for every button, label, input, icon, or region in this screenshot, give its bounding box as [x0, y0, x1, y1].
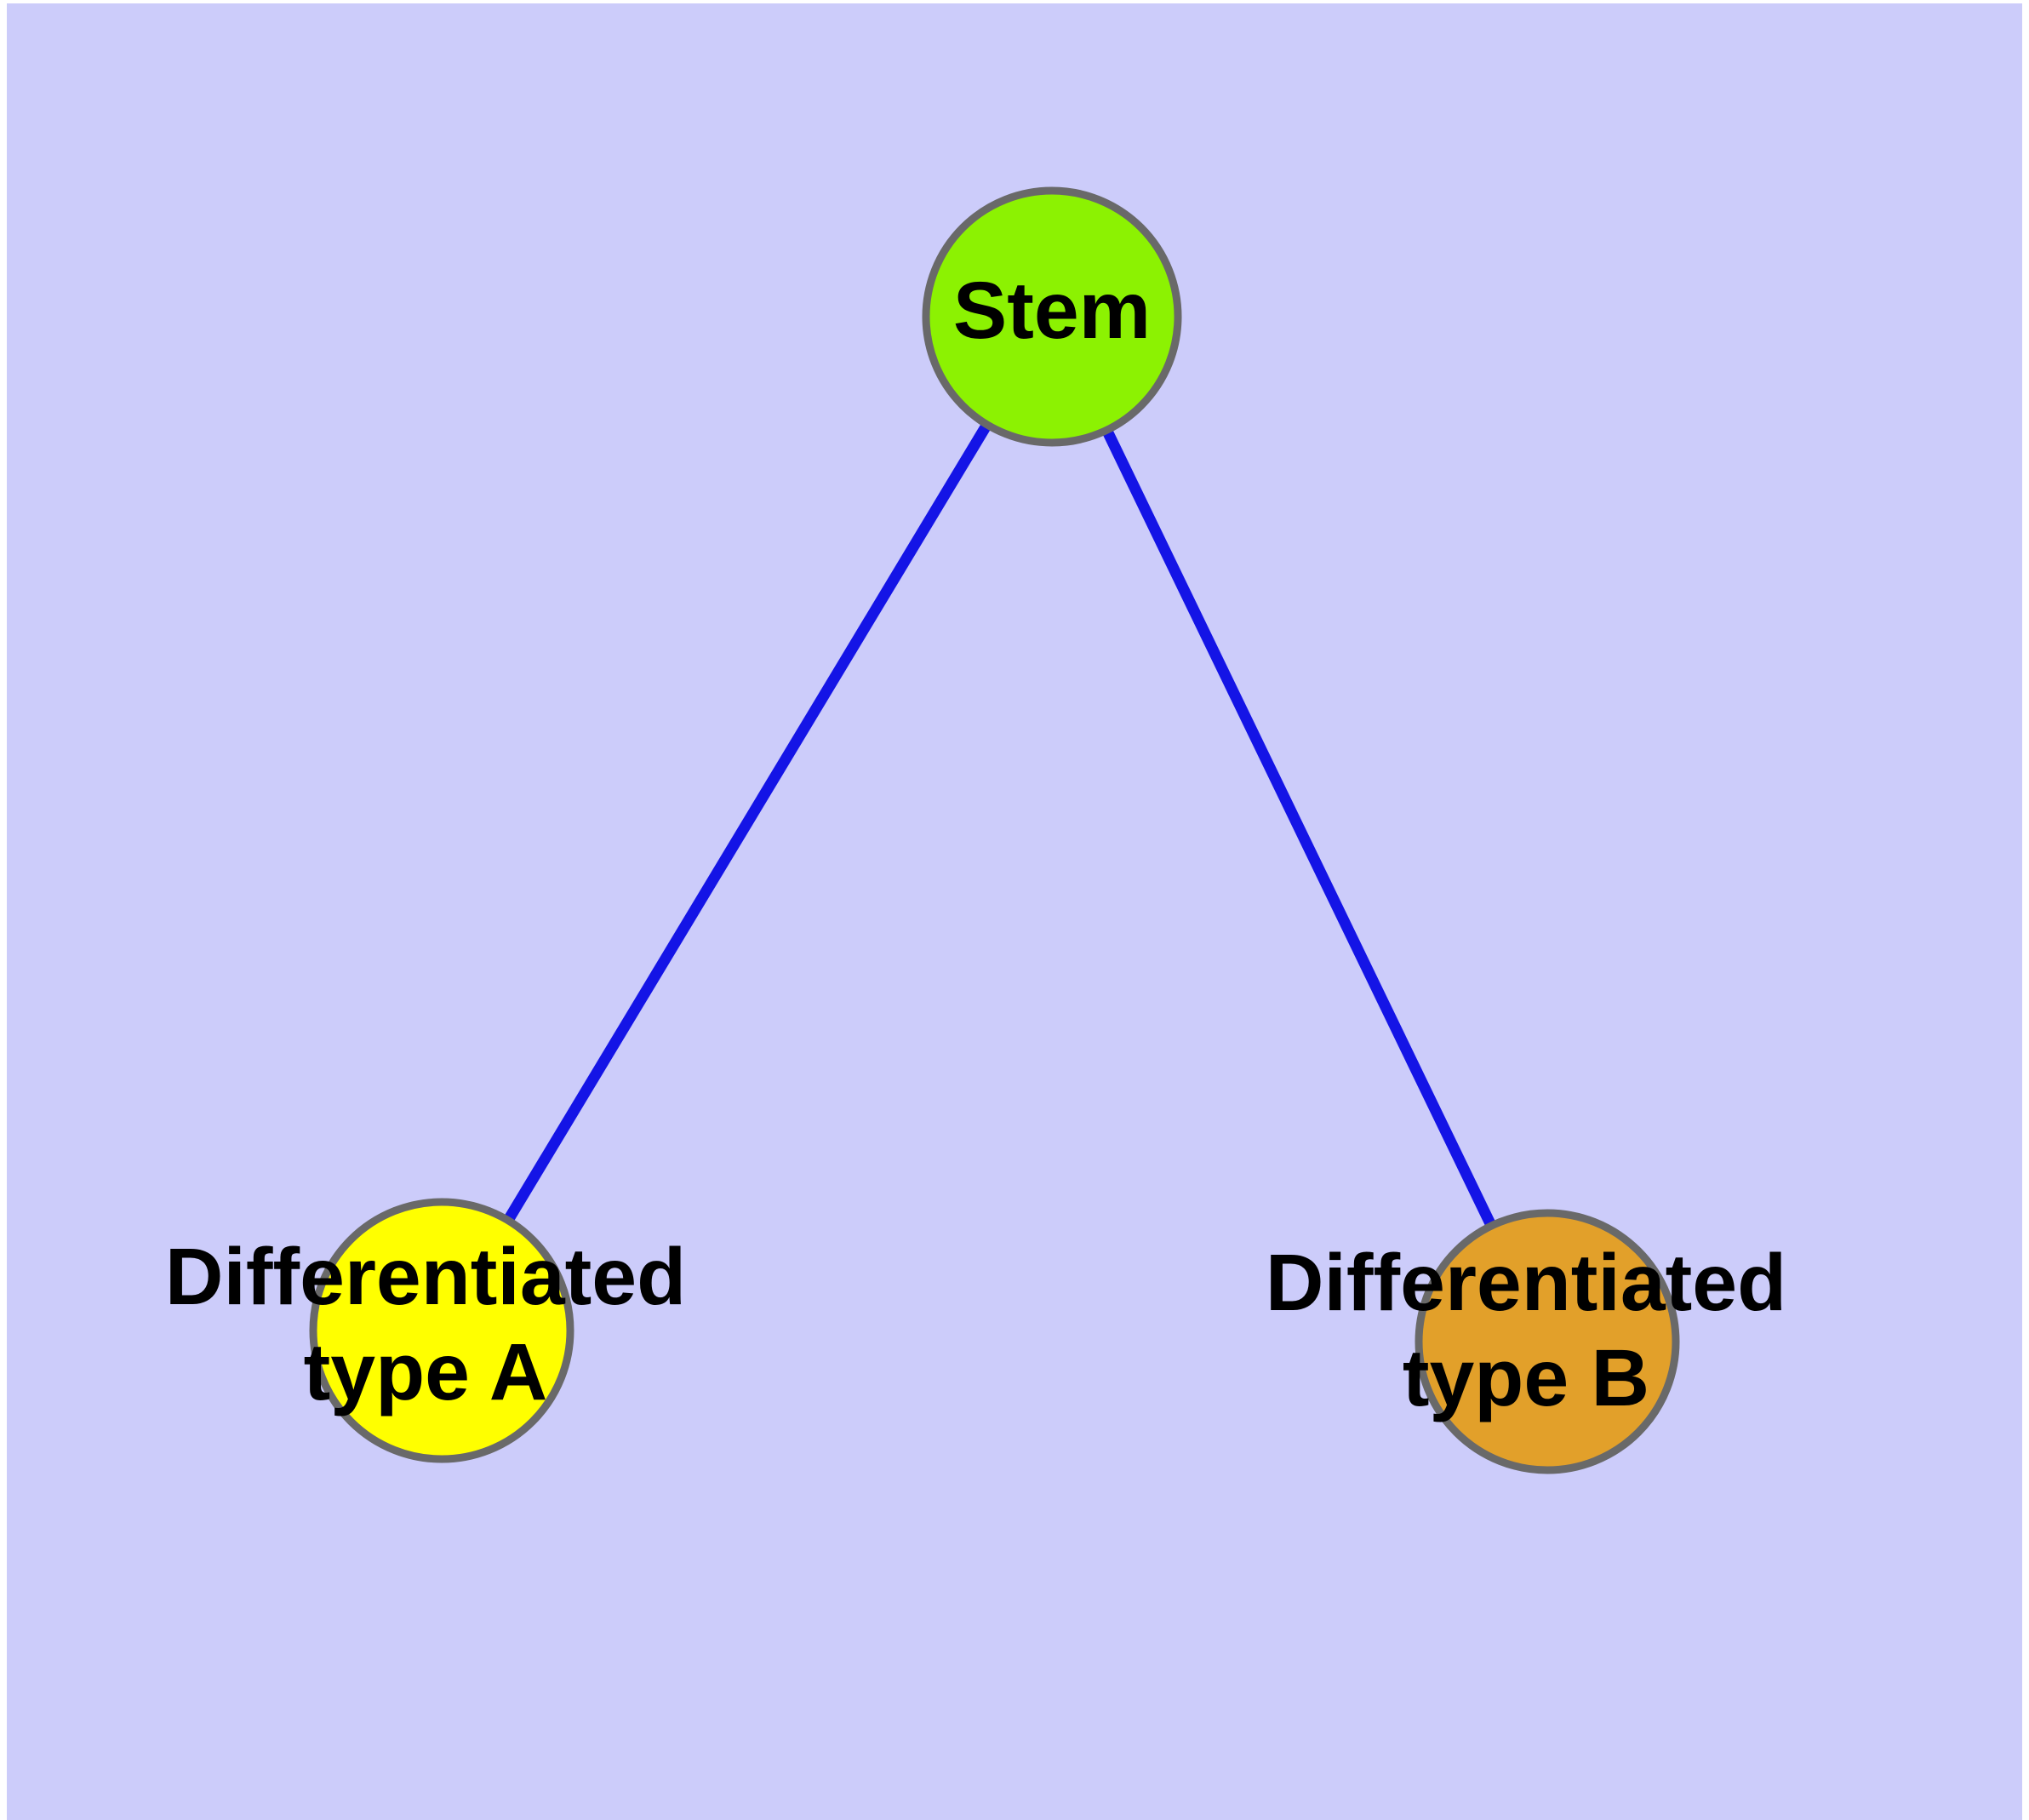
- node-diff_b[interactable]: [1415, 1209, 1680, 1474]
- nodes-layer: [309, 186, 1680, 1474]
- node-diff_a[interactable]: [309, 1198, 574, 1463]
- node-label-line: Differentiated: [165, 1232, 686, 1322]
- node-stem[interactable]: [922, 186, 1182, 447]
- edges-layer: [504, 423, 1496, 1227]
- edge-stem-diff-a[interactable]: [504, 423, 991, 1222]
- node-label-line: Stem: [953, 266, 1151, 356]
- edge-stem-diff-b[interactable]: [1102, 429, 1496, 1227]
- node-label-line: Differentiated: [1266, 1238, 1786, 1328]
- node-label-line: type A: [304, 1327, 548, 1417]
- node-label-line: type B: [1403, 1333, 1649, 1423]
- node-label-stem: Stem: [953, 266, 1151, 356]
